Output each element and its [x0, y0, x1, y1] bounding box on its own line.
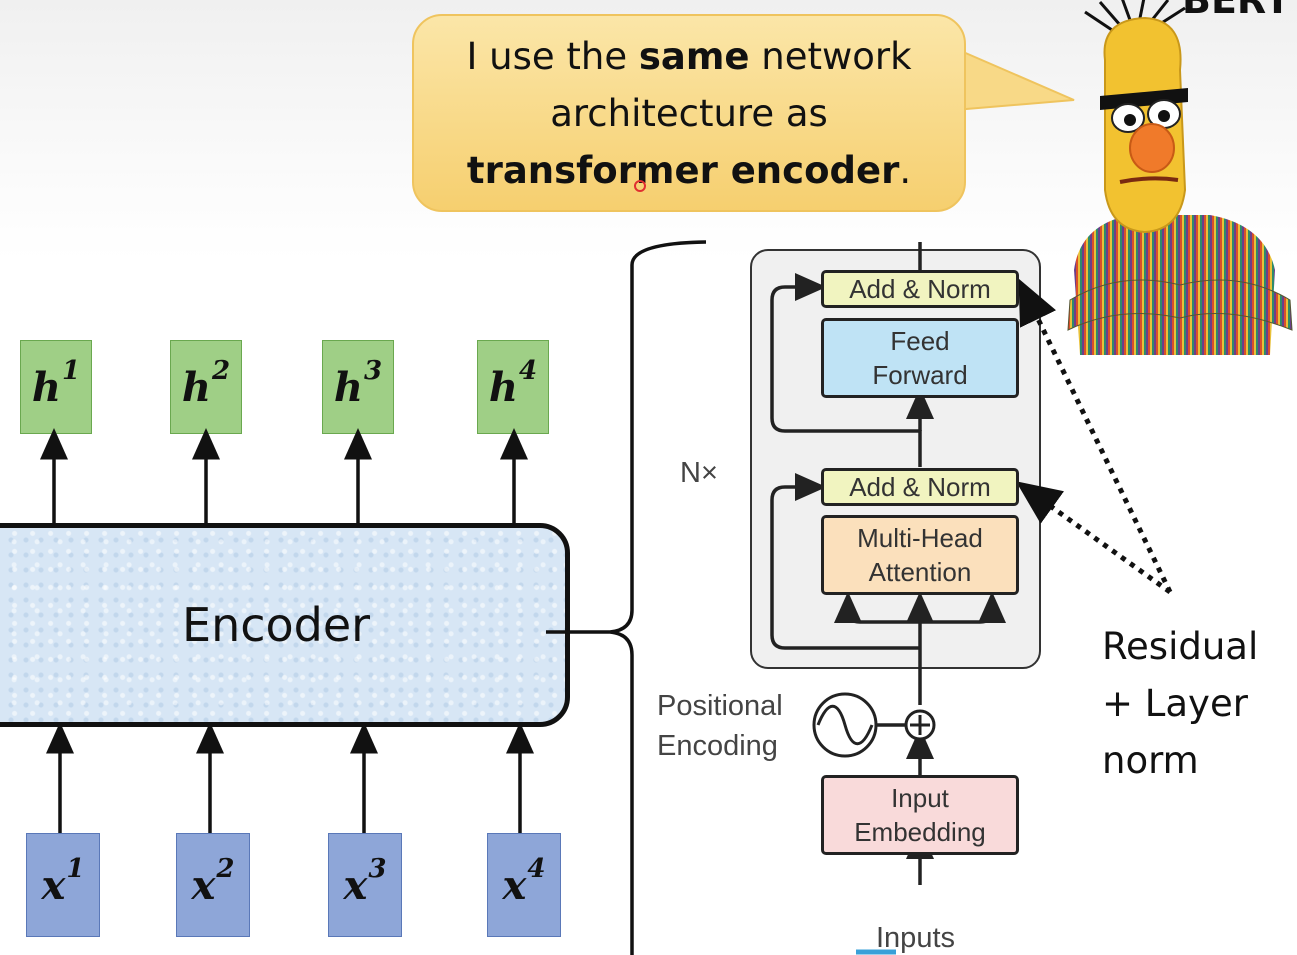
expansion-brace: [546, 240, 707, 955]
bubble-line-2: architecture as: [550, 91, 828, 135]
inputs-label: Inputs: [876, 922, 955, 954]
corner-title: BERT: [1182, 0, 1291, 22]
encoder-arrows: [40, 428, 534, 833]
bubble-line-1: I use the same network: [466, 34, 912, 78]
encoder-label: Encoder: [182, 598, 371, 652]
nx-label: N×: [680, 457, 718, 489]
encoder-block: [0, 523, 570, 727]
residual-layer-norm-note: Residual + Layer norm: [1102, 625, 1259, 782]
speech-bubble: I use the same network architecture as t…: [412, 14, 966, 212]
laser-pointer-dot: [634, 180, 646, 192]
bert-character-image: [1067, 0, 1293, 355]
bubble-line-3: transformer encoder.: [466, 148, 912, 192]
add-norm-top: Add & Norm: [821, 270, 1019, 308]
add-norm-bottom: Add & Norm: [821, 468, 1019, 506]
transformer-connections: [770, 242, 1173, 955]
